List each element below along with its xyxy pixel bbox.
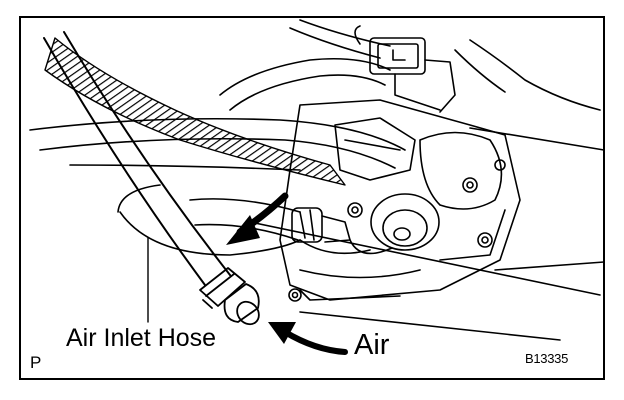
connecting-hose (189, 198, 351, 243)
figure-code: B13335 (525, 351, 569, 366)
view-mark: P (30, 353, 42, 372)
diaphragm-cap (370, 193, 440, 251)
upper-hoses (219, 19, 601, 111)
hose-clamp (199, 267, 246, 309)
mounting-bolts (288, 159, 506, 302)
removal-direction-arrow (226, 192, 289, 245)
hatched-wire-harness (44, 37, 346, 186)
figure-frame (19, 16, 605, 380)
hose-end (223, 283, 260, 326)
small-tube (349, 239, 393, 255)
electrical-connector (354, 25, 456, 113)
air-inlet-hose-label: Air Inlet Hose (66, 324, 217, 352)
air-inlet-hose (43, 31, 231, 286)
body-panel-lines (117, 127, 605, 341)
air-flow-arrow (268, 322, 348, 355)
air-label: Air (354, 329, 390, 361)
valve-assembly (279, 99, 521, 301)
